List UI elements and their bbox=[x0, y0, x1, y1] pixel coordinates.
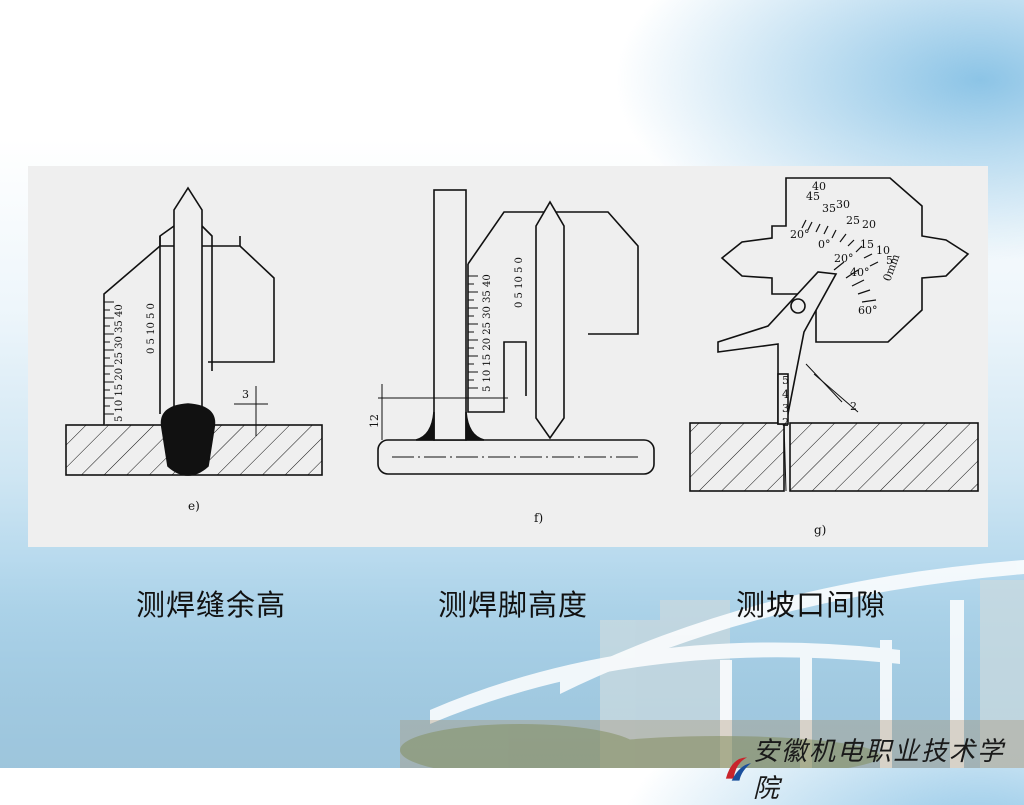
gauge-e-scale-label: 5 10 15 20 25 30 35 40 bbox=[114, 304, 125, 422]
gauge-g-feeler-5: 5 bbox=[782, 374, 789, 387]
college-emblem-icon bbox=[725, 757, 752, 781]
gauge-g-arc-20: 20 bbox=[862, 218, 876, 231]
gauge-g-arc-35: 35 bbox=[822, 202, 836, 215]
gauge-g-arc-10: 10 bbox=[876, 244, 890, 257]
gauge-e-diagram bbox=[65, 186, 323, 476]
gauge-diagram: 5 10 15 20 25 30 35 40 0 5 10 5 0 3 e) bbox=[65, 177, 979, 537]
gauge-e-dimension-label: 3 bbox=[242, 388, 249, 401]
gauge-g-label: g) bbox=[814, 523, 826, 537]
gauge-g-head bbox=[720, 177, 970, 343]
gauge-e-label: e) bbox=[188, 499, 200, 513]
gauge-f-diagram bbox=[377, 189, 655, 475]
caption-weld-reinforcement: 测焊缝余高 bbox=[136, 588, 287, 622]
gauge-g-arc-15: 15 bbox=[860, 238, 874, 251]
gauge-e-scale-ticks bbox=[104, 301, 114, 415]
gauge-diagram-panel: 5 10 15 20 25 30 35 40 0 5 10 5 0 3 e) bbox=[28, 166, 988, 547]
gauge-g-arc-right-20: 20° bbox=[834, 252, 854, 265]
gauge-f-top-scale-label: 0 5 10 5 0 bbox=[514, 257, 525, 308]
gauge-f-label: f) bbox=[534, 511, 543, 525]
gauge-g-feeler-4: 4 bbox=[782, 388, 789, 401]
caption-fillet-leg-height: 测焊脚高度 bbox=[438, 588, 589, 622]
gauge-g-swing-arm bbox=[717, 271, 838, 425]
gauge-g-feeler-3: 3 bbox=[782, 402, 789, 415]
college-name: 安徽机电职业技术学院 bbox=[752, 737, 1005, 804]
gauge-g-arc-45: 45 bbox=[806, 190, 820, 203]
gauge-g-arc-left-20: 20° bbox=[790, 228, 810, 241]
gauge-f-scale-label: 5 10 15 20 25 30 35 40 bbox=[482, 274, 493, 392]
gauge-e-top-scale-label: 0 5 10 5 0 bbox=[146, 303, 157, 354]
gauge-g-diagram bbox=[689, 177, 979, 492]
gauge-g-arc-right-40: 40° bbox=[850, 266, 870, 279]
gauge-g-angle-60: 60° bbox=[858, 304, 878, 317]
college-logo: 安徽机电职业技术学院 bbox=[722, 731, 1024, 805]
caption-groove-gap: 测坡口间隙 bbox=[736, 588, 887, 622]
gauge-g-arc-25: 25 bbox=[846, 214, 860, 227]
gauge-g-arc-5: 5 bbox=[886, 254, 893, 267]
gauge-f-vertical-plate bbox=[433, 189, 467, 441]
gauge-g-dimension-label: 2 bbox=[850, 400, 857, 413]
campus-background-image bbox=[400, 560, 1024, 768]
gauge-g-arc-30: 30 bbox=[836, 198, 850, 211]
gauge-f-dimension-label: 12 bbox=[368, 414, 381, 428]
gauge-g-zero: 0° bbox=[818, 238, 831, 251]
gauge-e-weld-bead bbox=[160, 403, 216, 476]
gauge-g-feeler-2: 2 bbox=[782, 416, 789, 429]
gauge-g-arc-40: 40 bbox=[812, 180, 826, 193]
